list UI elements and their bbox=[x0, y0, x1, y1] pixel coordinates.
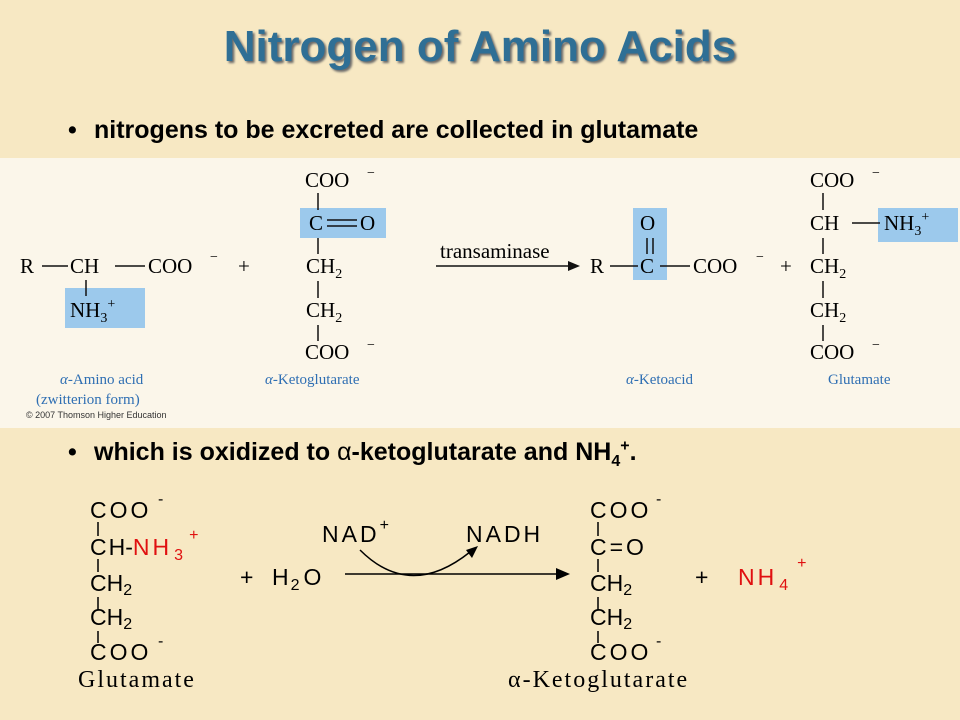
coo-top: COO bbox=[810, 168, 854, 192]
charge: − bbox=[210, 250, 218, 265]
bullet-1-text: nitrogens to be excreted are collected i… bbox=[94, 116, 699, 144]
plus-sign: + bbox=[780, 254, 792, 278]
ch2-b: CH2 bbox=[306, 298, 342, 326]
charge: - bbox=[656, 491, 661, 508]
charge: − bbox=[872, 338, 880, 353]
bullet-2-text: which is oxidized to α-ketoglutarate and… bbox=[94, 438, 637, 471]
nh3-group: NH3+ bbox=[884, 210, 929, 239]
coo-bottom: COO bbox=[590, 639, 651, 665]
co-highlight bbox=[300, 208, 386, 238]
bullet-1: • nitrogens to be excreted are collected … bbox=[68, 116, 698, 145]
coo-bottom: COO bbox=[90, 639, 151, 665]
glutamate-nh3-highlight bbox=[878, 208, 958, 242]
bullet-2: • which is oxidized to α-ketoglutarate an… bbox=[68, 438, 637, 471]
caption-glutamate: Glutamate bbox=[828, 372, 891, 388]
bullet-dot: • bbox=[68, 438, 77, 467]
r-group: R bbox=[590, 254, 604, 278]
enzyme-label: transaminase bbox=[440, 239, 550, 263]
c-atom: C bbox=[640, 254, 654, 278]
glutamate-label: Glutamate bbox=[78, 667, 196, 693]
coo-group: COO bbox=[693, 254, 737, 278]
charge: - bbox=[158, 491, 163, 508]
ch2-b: CH2 bbox=[810, 298, 846, 326]
ch-group: CH bbox=[810, 211, 839, 235]
ch-group: CH bbox=[70, 254, 99, 278]
caption-zwitterion: (zwitterion form) bbox=[36, 392, 140, 408]
bullet-dot: • bbox=[68, 116, 77, 144]
ketoglutarate-label: α-Ketoglutarate bbox=[508, 667, 689, 693]
r-group: R bbox=[20, 254, 34, 278]
slide-title: Nitrogen of Amino Acids bbox=[223, 22, 737, 71]
transamination-svg: R CH COO − NH3+ + COO − C O CH2 CH2 COO … bbox=[20, 166, 958, 420]
ch2-b: CH2 bbox=[590, 604, 632, 633]
coo-bottom: COO bbox=[305, 340, 349, 364]
c-atom: C bbox=[309, 211, 323, 235]
amino-acid-structure: R CH COO − NH3+ bbox=[20, 250, 218, 326]
ch2-b: CH2 bbox=[90, 604, 132, 633]
o-atom: O bbox=[640, 211, 655, 235]
coo-top: COO bbox=[590, 497, 651, 523]
o-atom: O bbox=[360, 211, 375, 235]
nh3-group: NH3+ bbox=[70, 297, 115, 326]
caption-amino-acid: α-Amino acid bbox=[60, 372, 144, 388]
ketoglutarate-structure: COO − C O CH2 CH2 COO − bbox=[305, 166, 375, 364]
caption-ketoglutarate: α-Ketoglutarate bbox=[265, 372, 360, 388]
glutamate-structure: COO − CH NH3+ CH2 CH2 COO − bbox=[810, 166, 929, 364]
coo-bottom: COO bbox=[810, 340, 854, 364]
ketoacid-structure: O R C COO − bbox=[590, 211, 764, 278]
nadh: NADH bbox=[466, 521, 543, 547]
ketoglutarate-structure-2: COO - C=O CH2 CH2 COO - bbox=[590, 491, 661, 665]
ch2-a: CH2 bbox=[590, 570, 632, 599]
nh3-highlight bbox=[65, 288, 145, 328]
charge: − bbox=[367, 166, 375, 181]
c-eq-o: C=O bbox=[590, 534, 647, 560]
plus-sign: + bbox=[238, 254, 250, 278]
coo-top: COO bbox=[90, 497, 151, 523]
ch2-a: CH2 bbox=[90, 570, 132, 599]
charge: − bbox=[367, 338, 375, 353]
charge: − bbox=[756, 250, 764, 265]
charge: − bbox=[872, 166, 880, 181]
charge: - bbox=[158, 633, 163, 650]
plus-sign-2: + bbox=[695, 564, 708, 590]
copyright: © 2007 Thomson Higher Education bbox=[26, 410, 167, 420]
coo-top: COO bbox=[305, 168, 349, 192]
coo-group: COO bbox=[148, 254, 192, 278]
cofactor-curve-arrow bbox=[359, 549, 471, 577]
caption-ketoacid: α-Ketoacid bbox=[626, 372, 694, 388]
charge: - bbox=[656, 633, 661, 650]
nad: NAD+ bbox=[322, 517, 392, 547]
ketoacid-co-highlight bbox=[633, 208, 667, 280]
transamination-diagram: R CH COO − NH3+ + COO − C O CH2 CH2 COO … bbox=[0, 158, 960, 428]
plus-sign: + bbox=[240, 564, 253, 590]
ch2-a: CH2 bbox=[810, 254, 846, 282]
ch2-a: CH2 bbox=[306, 254, 342, 282]
